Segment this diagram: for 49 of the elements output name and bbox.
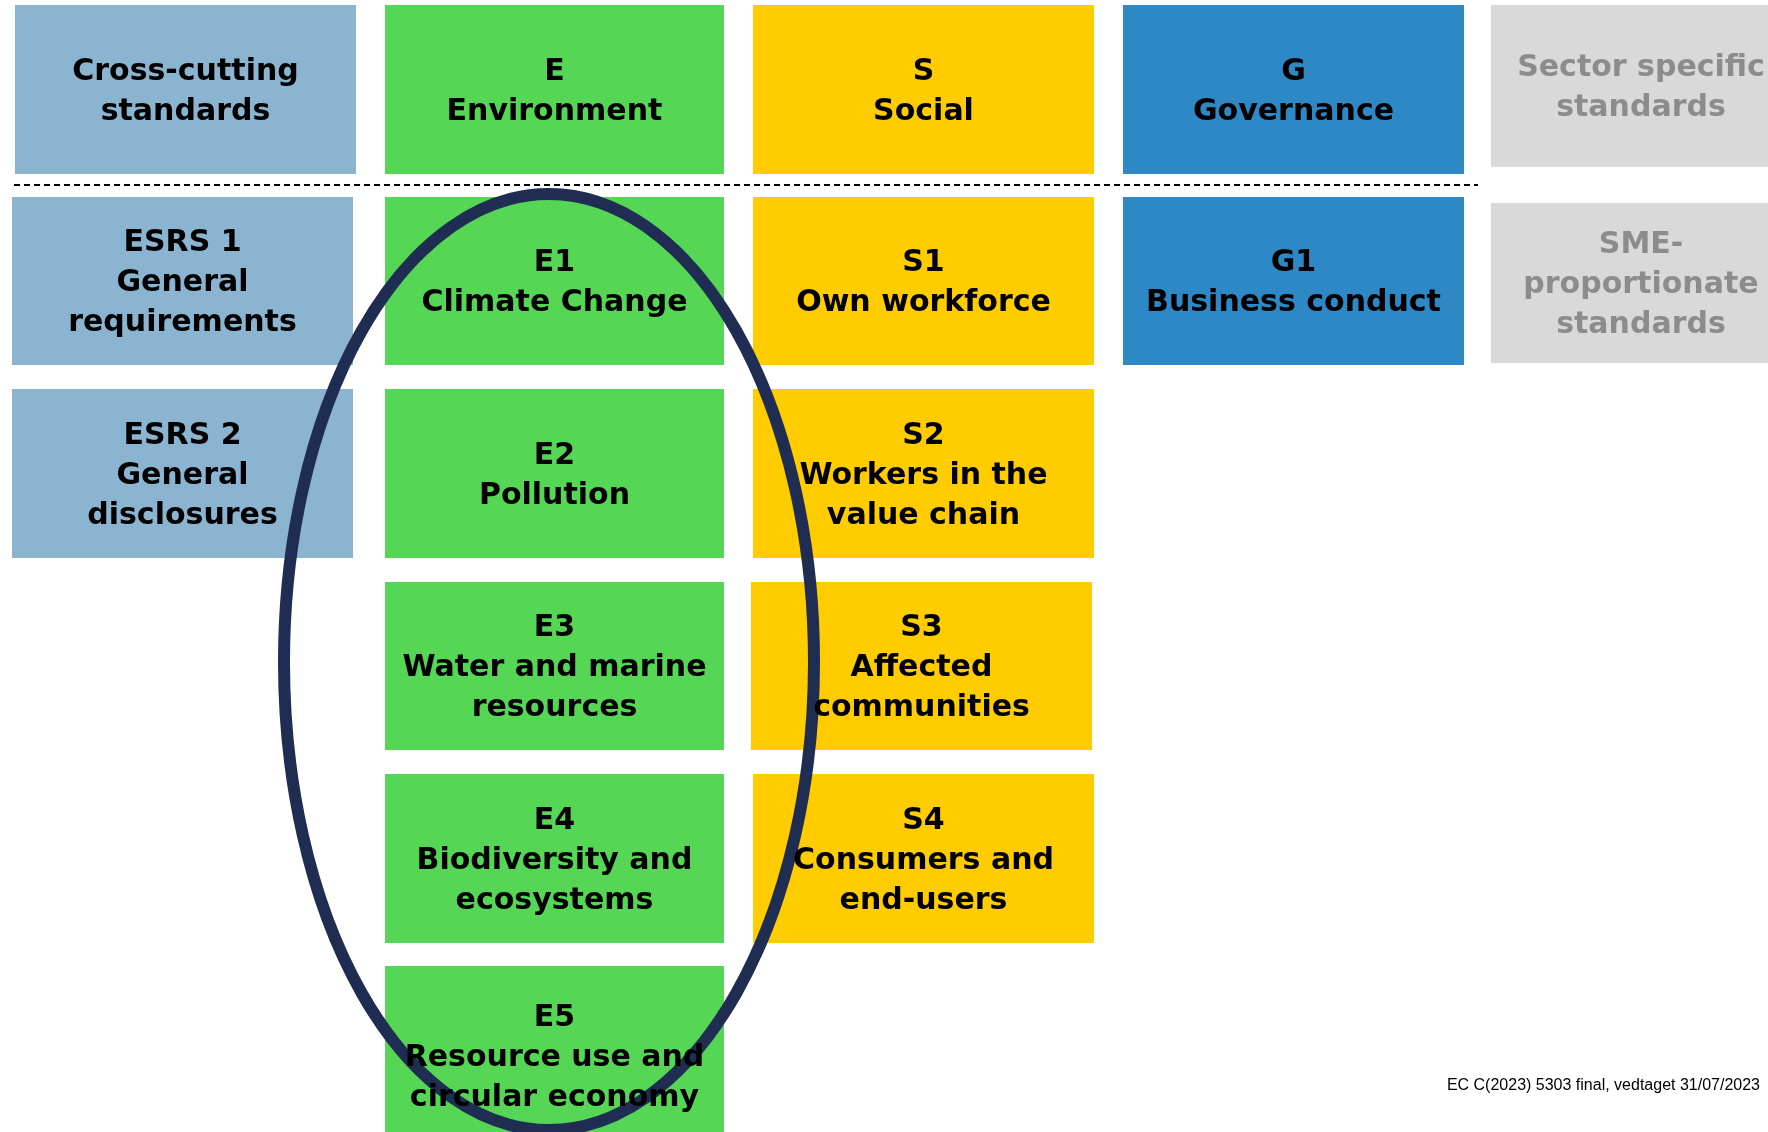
standard-title: Workers in the value chain (798, 454, 1049, 533)
standard-box (12, 197, 353, 365)
standard-code: ESRS 1 (123, 222, 242, 260)
standard-box (385, 389, 724, 558)
standard-box (385, 5, 724, 174)
standard-title: Own workforce (796, 282, 1051, 320)
standard-title: Business conduct (1146, 282, 1441, 320)
standard-code: E5 (533, 997, 576, 1035)
standard-box (1491, 5, 1768, 167)
standard-box (753, 774, 1094, 943)
standard-code: S3 (900, 607, 943, 645)
standard-box (385, 582, 724, 750)
standard-title: Environment (446, 90, 663, 129)
standard-code: S (912, 50, 935, 89)
standard-title: Biodiversity and ecosystems (415, 839, 694, 918)
standard-title: Water and marine resources (401, 647, 708, 725)
standard-box (753, 197, 1094, 365)
source-note: EC C(2023) 5303 final, vedtaget 31/07/2023 (1446, 1076, 1760, 1094)
standard-box (751, 582, 1092, 750)
standard-code: E4 (533, 799, 576, 838)
standard-box (1123, 5, 1464, 174)
standard-title: Governance (1193, 90, 1394, 129)
standard-title: Pollution (478, 474, 631, 513)
standard-title: General disclosures (86, 454, 279, 533)
standard-title: Cross-cutting standards (71, 50, 300, 129)
standard-code: E3 (533, 607, 576, 645)
standard-code: E1 (533, 242, 576, 280)
standard-code: S4 (902, 799, 945, 838)
standard-title: Sector specific standards (1516, 47, 1766, 125)
standard-box (753, 389, 1094, 558)
standard-box (385, 197, 724, 365)
standard-box (12, 389, 353, 558)
standard-title: Social (873, 90, 974, 129)
standard-code: G (1281, 50, 1306, 89)
standard-code: S1 (902, 242, 945, 280)
standard-title: SME-proportionate standards (1522, 224, 1760, 342)
standard-box (753, 5, 1094, 174)
standard-box (1123, 197, 1464, 365)
standard-code: E (544, 50, 565, 89)
standard-code: S2 (902, 414, 945, 453)
standard-title: Consumers and end-users (792, 839, 1055, 918)
standard-code: G1 (1270, 242, 1317, 280)
standard-code: E2 (533, 434, 576, 473)
standard-title: Climate Change (421, 282, 688, 320)
standard-code: ESRS 2 (123, 414, 242, 453)
standard-box (385, 774, 724, 943)
standard-title: General requirements (67, 262, 298, 340)
standard-box (15, 5, 356, 174)
standard-box (1491, 203, 1768, 363)
